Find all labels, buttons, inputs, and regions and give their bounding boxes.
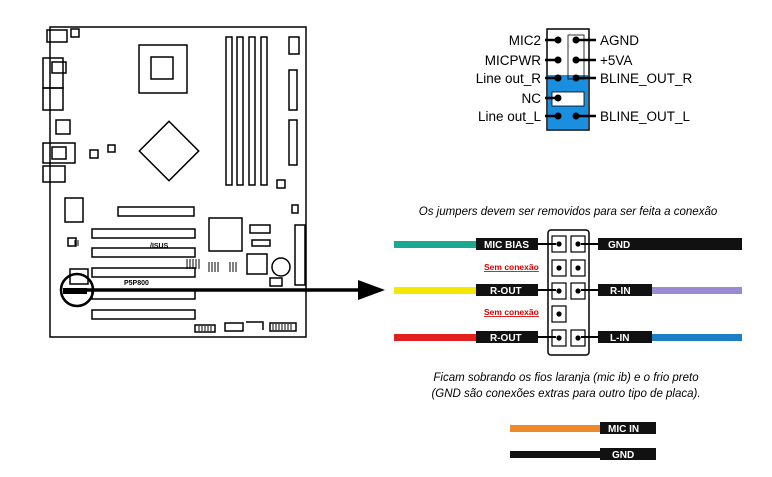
wire-red (394, 334, 476, 341)
no-connection-label-1: Sem conexão (484, 262, 539, 272)
wire-teal (394, 241, 476, 248)
arrow-to-connector (87, 280, 385, 300)
wire-l-in-sleeve (598, 331, 652, 343)
pin-label-mic2: MIC2 (509, 33, 541, 48)
remaining-note-line2: (GND são conexões extras para outro tipo… (431, 388, 700, 400)
wire-label-mic-bias: MIC BIAS (484, 240, 529, 251)
jumpers-note: Os jumpers devem ser removidos para ser … (419, 206, 718, 218)
wire-yellow (394, 287, 476, 294)
wire-gnd-black (598, 238, 742, 250)
remaining-note-line1: Ficam sobrando os fios laranja (mic ib) … (433, 372, 699, 384)
board-headers (74, 240, 292, 331)
wire-label-mic-in: MIC IN (608, 424, 639, 435)
wire-black (510, 451, 600, 458)
board-model: P5P800 (124, 280, 149, 287)
wire-label-r-out: R-OUT (490, 286, 522, 297)
wire-gnd-sleeve (600, 448, 656, 460)
wire-r-out-sleeve (476, 284, 538, 296)
wire-r-in-sleeve (598, 284, 652, 296)
cpu-socket (138, 44, 188, 94)
pin-label-bline-out-l: BLINE_OUT_L (600, 109, 691, 124)
wire-orange (510, 425, 600, 432)
wire-mic-in-sleeve (600, 422, 656, 434)
motherboard-drawing (42, 26, 307, 338)
header-pinout: MIC2 MICPWR Line out_R NC Line out_L AGN… (476, 28, 693, 131)
wire-mic-bias-sleeve (476, 238, 538, 250)
wiring-diagram: MIC BIAS GND Sem conexão R-OUT R-IN Sem … (394, 229, 742, 356)
pin-label-5va: +5VA (600, 53, 632, 68)
pin-label-line-out-r: Line out_R (476, 71, 542, 86)
wire-label-gnd-2: GND (612, 450, 634, 461)
pin-label-line-out-l: Line out_L (478, 109, 542, 124)
leftover-wires: MIC IN GND (510, 422, 656, 461)
northbridge (138, 120, 200, 182)
wire-label-r-in: R-IN (610, 286, 631, 297)
no-connection-label-2: Sem conexão (484, 307, 539, 317)
pin-label-nc: NC (522, 91, 542, 106)
wire-r-out-2-sleeve (476, 331, 538, 343)
pin-label-bline-out-r: BLINE_OUT_R (600, 71, 693, 86)
pin-label-micpwr: MICPWR (485, 53, 541, 68)
wire-label-gnd: GND (608, 240, 630, 251)
board-audio-header (63, 288, 87, 294)
wire-blue (652, 334, 742, 341)
wire-label-l-in: L-IN (610, 333, 629, 344)
wire-lavender (652, 287, 742, 294)
board-brand: /ISUS (150, 243, 169, 250)
pin-label-agnd: AGND (600, 33, 639, 48)
wire-label-r-out-2: R-OUT (490, 333, 522, 344)
